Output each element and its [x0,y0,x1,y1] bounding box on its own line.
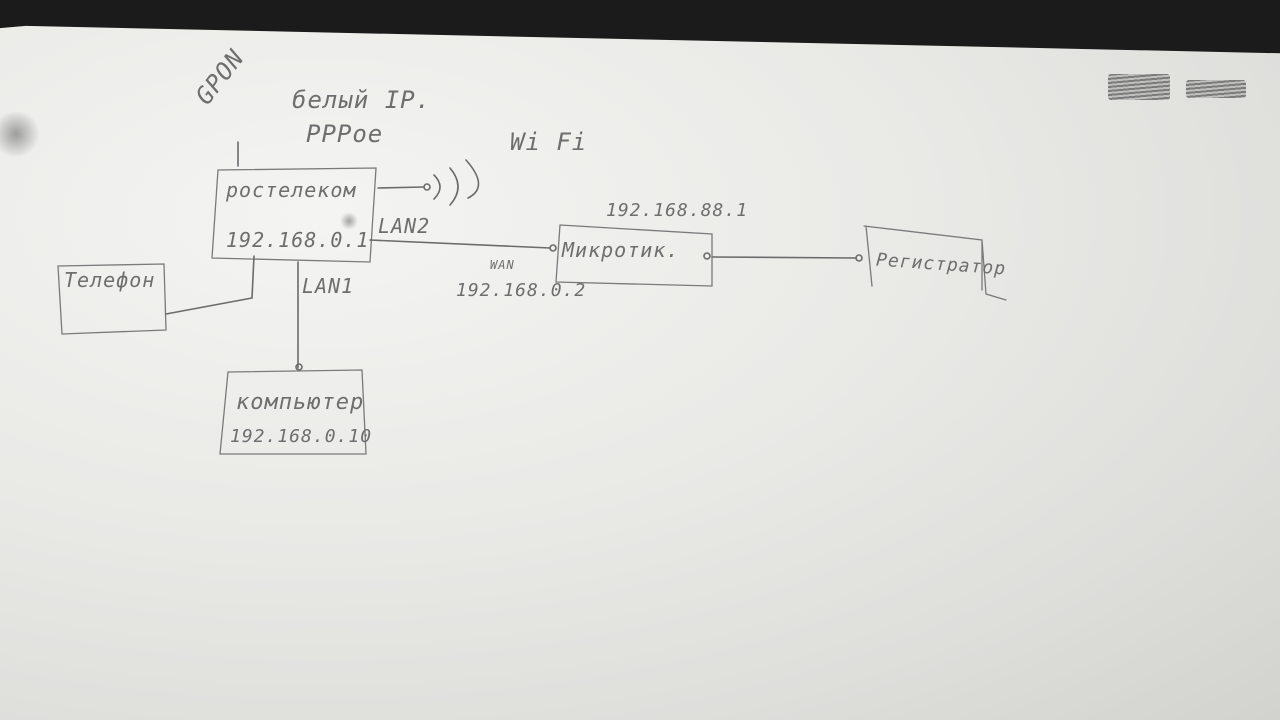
lan2-label: LAN2 [378,214,431,238]
phone-link [165,255,255,315]
mikrotik-name: Микротик. [562,238,680,262]
lan1-node [295,363,303,371]
paper-smudge [0,112,42,156]
computer-box [219,369,367,455]
pppoe-label: PPPoe [306,120,384,148]
computer-name: компьютер [236,390,365,415]
registrar-node [855,254,863,262]
lan1-label: LAN1 [302,274,355,298]
wifi-wave-3 [465,159,480,199]
phone-name: Телефон [64,268,156,292]
rostelecom-box [211,167,377,263]
wifi-wave-2 [449,167,459,206]
wan-port-node [549,244,557,252]
mikrotik-box [555,224,713,287]
wan-label: WAN [490,258,515,272]
rostelecom-ip: 192.168.0.1 [226,228,370,252]
registrar-link [711,256,857,259]
wifi-antenna-line [377,186,425,189]
ink-dot [340,212,358,230]
wifi-wave-1 [433,174,441,200]
lan2-link [369,239,551,249]
wifi-label: Wi Fi [510,128,588,156]
phone-box [57,263,167,335]
computer-ip: 192.168.0.10 [230,426,373,447]
scribbled-out-mark-2 [1186,80,1246,98]
registrar-box [863,225,1007,301]
wan-ip: 192.168.0.2 [456,280,587,301]
scribbled-out-mark [1108,74,1170,100]
mikrotik-ip: 192.168.88.1 [606,200,749,221]
rostelecom-name: ростелеком [226,178,357,202]
wifi-antenna-node [423,183,431,191]
mikrotik-out-node [703,252,711,260]
white-ip-label: белый IP. [292,86,432,114]
